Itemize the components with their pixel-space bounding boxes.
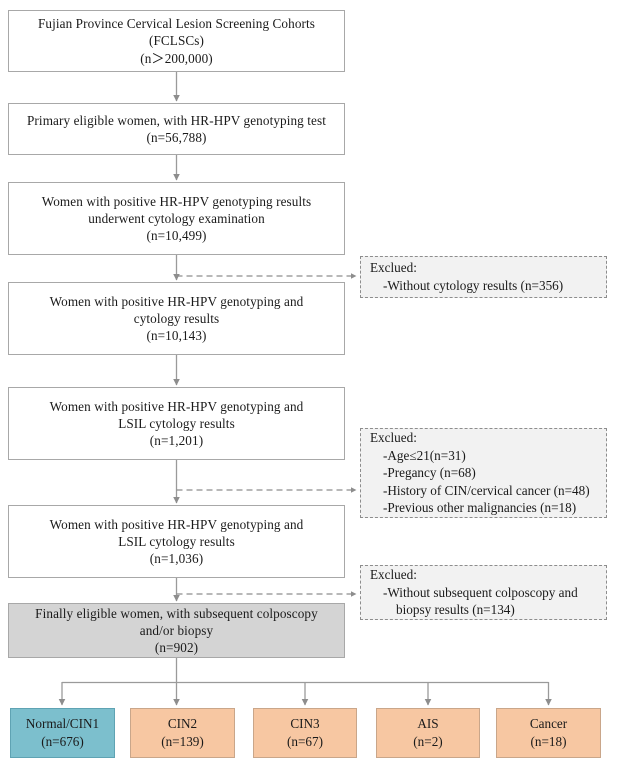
outcome-cancer[interactable]: Cancer (n=18) (496, 708, 601, 758)
node-finally-eligible[interactable]: Finally eligible women, with subsequent … (8, 603, 345, 658)
node-positive-with-cytology-line-3: (n=10,143) (146, 328, 207, 344)
node-finally-eligible-line-3: (n=902) (154, 640, 199, 656)
node-positive-cytology-exam-line-1: Women with positive HR-HPV genotyping re… (41, 193, 312, 209)
node-lsil-1036-line-1: Women with positive HR-HPV genotyping an… (49, 516, 304, 532)
exclusion-colposcopy-item-1-cont: biopsy results (n=134) (396, 602, 515, 618)
node-lsil-1036-line-3: (n=1,036) (149, 551, 204, 567)
node-cohort[interactable]: Fujian Province Cervical Lesion Screenin… (8, 10, 345, 72)
outcome-cin2[interactable]: CIN2 (n=139) (130, 708, 235, 758)
exclusion-criteria-item-1: -Age≤21(n=31) (383, 447, 466, 463)
node-primary-eligible-line-2: (n=56,788) (146, 130, 207, 145)
node-positive-cytology-exam-line-3: (n=10,499) (146, 228, 207, 244)
exclusion-box-colposcopy[interactable]: Exclued: -Without subsequent colposcopy … (360, 565, 607, 620)
node-cohort-line-2: (FCLSCs) (148, 33, 205, 49)
node-finally-eligible-line-1: Finally eligible women, with subsequent … (35, 605, 318, 621)
outcome-ais[interactable]: AIS (n=2) (376, 708, 480, 758)
outcome-cin3[interactable]: CIN3 (n=67) (253, 708, 357, 758)
exclusion-criteria-heading: Exclued: (370, 430, 417, 446)
exclusion-box-criteria[interactable]: Exclued: -Age≤21(n=31) -Pregancy (n=68) … (360, 428, 607, 518)
outcome-cin3-label: CIN3 (290, 716, 320, 732)
outcome-cin2-label: CIN2 (167, 716, 198, 732)
exclusion-cytology-item-1: -Without cytology results (n=356) (383, 278, 564, 293)
exclusion-criteria-item-3: -History of CIN/cervical cancer (n=48) (383, 482, 590, 498)
outcome-cancer-count: (n=18) (530, 734, 567, 749)
exclusion-criteria-item-2: -Pregancy (n=68) (383, 465, 476, 481)
node-finally-eligible-line-2: and/or biopsy (139, 622, 214, 638)
node-primary-eligible-line-1: Primary eligible women, with HR-HPV geno… (27, 112, 326, 128)
outcome-ais-label: AIS (417, 716, 439, 732)
outcome-cancer-label: Cancer (529, 716, 568, 732)
node-lsil-1201-line-3: (n=1,201) (149, 433, 204, 449)
exclusion-colposcopy-heading: Exclued: (370, 567, 417, 583)
exclusion-cytology-heading: Exclued: (370, 260, 417, 276)
node-lsil-1201[interactable]: Women with positive HR-HPV genotyping an… (8, 387, 345, 460)
node-positive-with-cytology-line-2: cytology results (133, 310, 220, 326)
node-cohort-line-1: Fujian Province Cervical Lesion Screenin… (37, 16, 316, 32)
outcome-cin3-count: (n=67) (286, 734, 323, 749)
node-positive-with-cytology-line-1: Women with positive HR-HPV genotyping an… (49, 293, 304, 309)
node-positive-cytology-exam-line-2: underwent cytology examination (88, 210, 265, 226)
exclusion-criteria-item-4: -Previous other malignancies (n=18) (383, 500, 577, 516)
node-cohort-line-3: (n＞200,000) (140, 50, 213, 66)
node-primary-eligible[interactable]: Primary eligible women, with HR-HPV geno… (8, 103, 345, 155)
outcome-normal-cin1[interactable]: Normal/CIN1 (n=676) (10, 708, 115, 758)
exclusion-box-cytology[interactable]: Exclued: -Without cytology results (n=35… (360, 256, 607, 298)
outcome-cin2-count: (n=139) (161, 734, 204, 749)
outcome-normal-cin1-count: (n=676) (41, 734, 84, 749)
node-lsil-1036[interactable]: Women with positive HR-HPV genotyping an… (8, 505, 345, 578)
outcome-ais-count: (n=2) (413, 734, 443, 749)
node-lsil-1201-line-1: Women with positive HR-HPV genotyping an… (49, 398, 304, 414)
node-lsil-1201-line-2: LSIL cytology results (118, 415, 235, 431)
node-positive-cytology-exam[interactable]: Women with positive HR-HPV genotyping re… (8, 182, 345, 255)
node-lsil-1036-line-2: LSIL cytology results (118, 533, 235, 549)
exclusion-colposcopy-item-1: -Without subsequent colposcopy and (383, 584, 578, 600)
node-positive-with-cytology[interactable]: Women with positive HR-HPV genotyping an… (8, 282, 345, 355)
outcome-normal-cin1-label: Normal/CIN1 (25, 716, 100, 732)
